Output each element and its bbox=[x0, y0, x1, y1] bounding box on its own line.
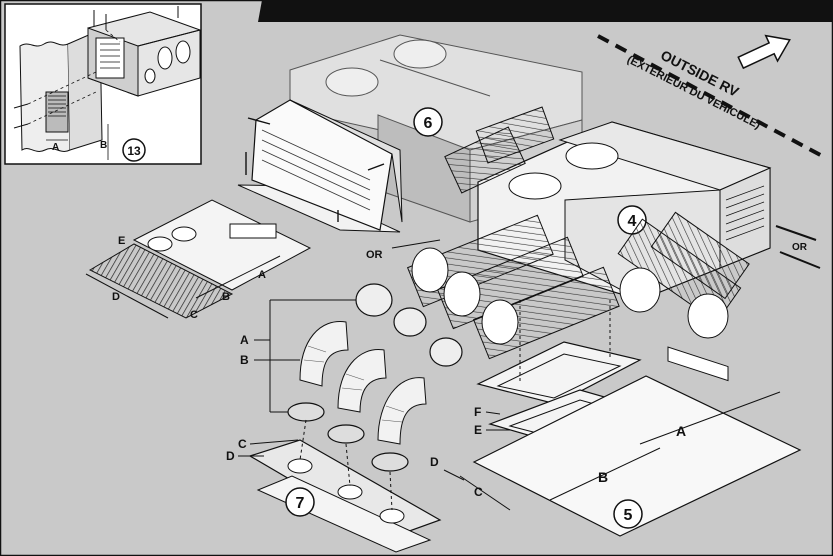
top-band bbox=[258, 0, 833, 22]
label-a-panel: A bbox=[676, 423, 686, 439]
callout-4: 4 bbox=[628, 213, 637, 230]
inset-dim-a: A bbox=[52, 142, 59, 153]
label-c-panel: C bbox=[474, 485, 483, 499]
label-d-panel: D bbox=[430, 455, 439, 469]
callout-13-circle bbox=[122, 138, 146, 162]
outside-boundary-line bbox=[597, 34, 827, 160]
inset-13: A B 13 bbox=[4, 3, 202, 165]
label-a-template: A bbox=[258, 269, 266, 281]
callout-7: 7 bbox=[296, 495, 305, 512]
plate-7: 7 bbox=[248, 419, 442, 553]
label-e-panel: E bbox=[474, 423, 482, 437]
label-c-plate: C bbox=[238, 437, 247, 451]
or-label-left: OR bbox=[366, 249, 383, 261]
callout-5: 5 bbox=[624, 507, 633, 524]
label-a-adapter: A bbox=[240, 333, 249, 347]
exterior-hood bbox=[237, 99, 403, 233]
inset-dim-b: B bbox=[100, 140, 107, 151]
ceiling-template bbox=[88, 199, 312, 319]
flex-ducts bbox=[406, 106, 750, 360]
label-b-panel: B bbox=[598, 469, 608, 485]
or-label-right: OR bbox=[792, 242, 808, 253]
callout-13: 13 bbox=[127, 144, 141, 158]
label-f-panel: F bbox=[474, 405, 481, 419]
panels-5: 5 bbox=[472, 300, 802, 537]
bolt-icons bbox=[775, 225, 821, 269]
callout-6: 6 bbox=[424, 115, 433, 132]
label-e-template: E bbox=[118, 235, 125, 247]
label-d-plate: D bbox=[226, 449, 235, 463]
label-c-template: C bbox=[190, 309, 198, 321]
adapters-elbows bbox=[287, 283, 463, 472]
label-b-elbow: B bbox=[240, 353, 249, 367]
label-b-template: B bbox=[222, 291, 230, 303]
label-d-template: D bbox=[112, 291, 120, 303]
outside-arrow-icon bbox=[737, 34, 791, 70]
